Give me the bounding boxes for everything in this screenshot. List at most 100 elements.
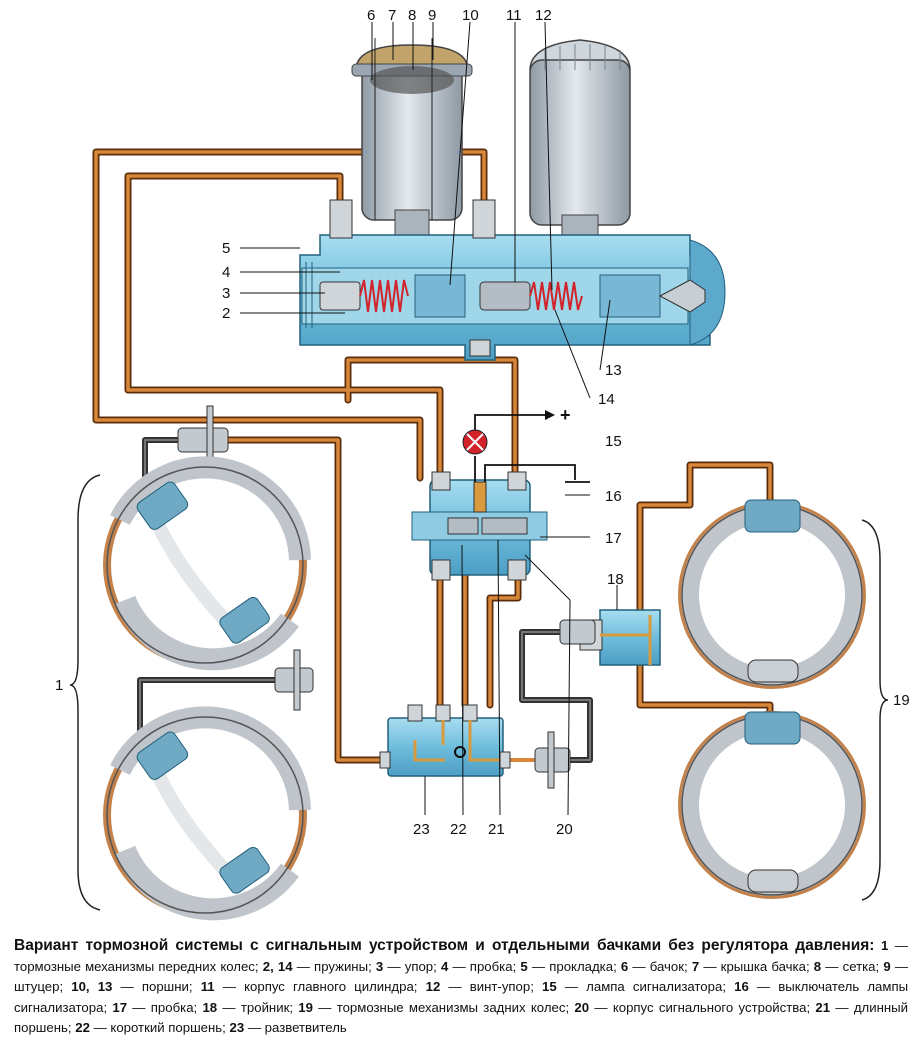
caption-item: 9 — штуцер;	[14, 958, 909, 995]
brake-system-diagram: 6 7 8 9 10 11 12 5 4 3 2 13 14 15 16 17 …	[55, 7, 910, 921]
label-12: 12	[535, 7, 552, 24]
label-11: 11	[506, 7, 522, 24]
caption-item-term: 11	[200, 979, 215, 994]
caption-item: 1 — тормозные механизмы передних колес;	[14, 938, 908, 974]
caption-item: 4 — пробка;	[440, 958, 517, 974]
caption-item: 2, 14 — пружины;	[262, 958, 372, 974]
label-9: 9	[428, 7, 436, 24]
front-brake-upper	[103, 456, 311, 671]
caption-item-text: длинный поршень	[14, 999, 908, 1036]
label-21: 21	[488, 821, 505, 838]
caption: Вариант тормозной системы с сигнальным у…	[14, 936, 908, 1039]
caption-item-text: пробка	[469, 958, 513, 974]
caption-title: Вариант тормозной системы с сигнальным у…	[14, 937, 875, 954]
caption-item: 23 — разветвитель	[229, 1020, 347, 1035]
caption-item-term: 12	[425, 979, 441, 994]
label-17: 17	[605, 530, 622, 547]
label-10: 10	[462, 7, 479, 24]
label-1: 1	[55, 677, 63, 694]
caption-item-term: 16	[734, 979, 749, 994]
caption-item-text: крышка бачка	[720, 958, 806, 974]
caption-item-text: выключатель лампы сигнализатора	[14, 979, 909, 1015]
caption-item: 17 — пробка;	[112, 999, 198, 1015]
label-5: 5	[222, 240, 230, 257]
caption-item-term: 4	[440, 958, 449, 974]
caption-item-text: тормозные механизмы передних колес	[14, 958, 255, 974]
front-brake-lower	[103, 706, 311, 921]
caption-item-term: 3	[375, 958, 384, 974]
label-2: 2	[222, 305, 230, 322]
caption-item-text: штуцер	[14, 979, 60, 994]
rear-brake-upper	[678, 499, 866, 689]
caption-item: 12 — винт-упор;	[425, 979, 534, 994]
caption-item-text: тройник	[240, 999, 290, 1015]
caption-item: 7 — крышка бачка;	[691, 958, 810, 974]
caption-item: 18 — тройник;	[202, 999, 294, 1015]
label-8: 8	[408, 7, 416, 24]
caption-item: 11 — корпус главного цилиндра;	[200, 979, 418, 994]
rear-brake-lower	[678, 711, 866, 899]
label-15: 15	[605, 433, 622, 450]
caption-item: 10, 13 — поршни;	[71, 979, 193, 994]
label-16: 16	[605, 488, 622, 505]
plus-sign: +	[560, 405, 571, 425]
caption-item-term: 7	[691, 958, 700, 974]
caption-item: 3 — упор;	[375, 958, 437, 974]
caption-item-term: 21	[815, 999, 831, 1015]
label-19: 19	[893, 692, 910, 709]
caption-item-term: 18	[202, 999, 218, 1015]
caption-item-term: 9	[883, 958, 891, 974]
caption-item: 16 — выключатель лампы сигнализатора;	[14, 979, 909, 1015]
splitter	[379, 704, 511, 777]
caption-item: 15 — лампа сигнализатора;	[542, 979, 726, 994]
caption-item-text: поршни	[141, 979, 189, 994]
caption-item-term: 15	[542, 979, 557, 994]
caption-item-text: упор	[404, 958, 434, 974]
caption-item: 22 — короткий поршень;	[75, 1020, 226, 1035]
hose-connectors	[177, 405, 596, 789]
right-reservoir	[529, 39, 631, 256]
caption-item-term: 8	[813, 958, 822, 974]
caption-item-text: прокладка	[549, 958, 614, 974]
caption-item-term: 22	[75, 1020, 90, 1035]
caption-item-text: винт-упор	[469, 979, 531, 994]
caption-item-text: пробка	[150, 999, 194, 1015]
label-4: 4	[222, 264, 230, 281]
caption-item-term: 19	[298, 999, 313, 1015]
brace-front	[69, 474, 101, 911]
label-3: 3	[222, 285, 230, 302]
leader-lines	[240, 21, 618, 816]
caption-item-term: 20	[574, 999, 590, 1015]
label-22: 22	[450, 821, 467, 838]
caption-item-term: 2, 14	[262, 958, 293, 974]
caption-item-text: пружины	[314, 958, 369, 974]
caption-item-term: 10, 13	[71, 979, 113, 994]
label-14: 14	[598, 391, 615, 408]
caption-item: 21 — длинный поршень;	[14, 999, 908, 1036]
caption-item-text: разветвитель	[264, 1020, 347, 1035]
label-18: 18	[607, 571, 624, 588]
caption-item-term: 5	[520, 958, 528, 974]
brace-rear	[861, 519, 889, 901]
caption-items: 1 — тормозные механизмы передних колес; …	[14, 938, 908, 1035]
caption-item-text: лампа сигнализатора	[586, 979, 723, 994]
left-reservoir	[351, 38, 473, 256]
caption-item-text: корпус главного цилиндра	[244, 979, 414, 994]
caption-item-text: корпус сигнального устройства	[612, 999, 807, 1015]
caption-item-term: 17	[112, 999, 128, 1015]
caption-item: 8 — сетка;	[813, 958, 880, 974]
caption-item-term: 1	[880, 938, 889, 953]
label-23: 23	[413, 821, 430, 838]
caption-item: 20 — корпус сигнального устройства;	[574, 999, 811, 1015]
caption-item-term: 23	[229, 1020, 245, 1035]
caption-item: 6 — бачок;	[620, 958, 688, 974]
label-7: 7	[388, 7, 396, 24]
caption-item: 5 — прокладка;	[520, 958, 617, 974]
label-20: 20	[556, 821, 573, 838]
caption-item-text: сетка	[842, 958, 876, 974]
caption-item-text: бачок	[649, 958, 685, 974]
lamp-wiring	[474, 414, 590, 483]
caption-item-term: 6	[620, 958, 629, 974]
caption-item: 19 — тормозные механизмы задних колес;	[298, 999, 570, 1015]
caption-item-text: короткий поршень	[110, 1020, 223, 1035]
